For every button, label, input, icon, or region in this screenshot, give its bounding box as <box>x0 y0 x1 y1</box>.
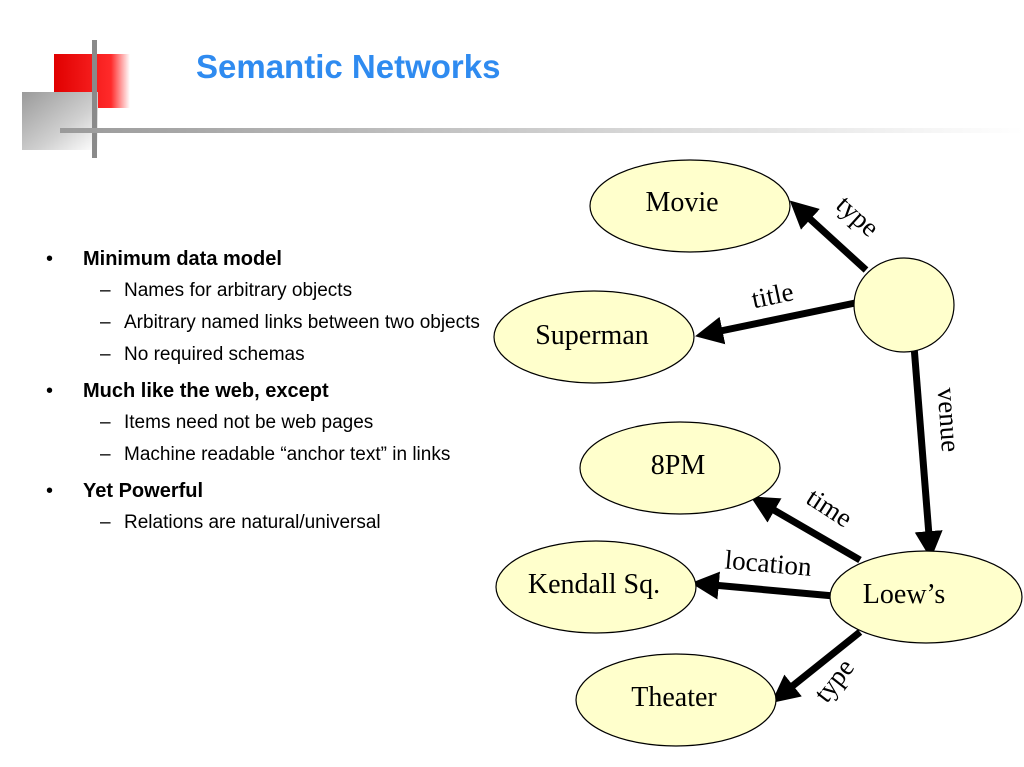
node-8pm-label: 8PM <box>651 450 706 481</box>
edge-time <box>750 496 862 564</box>
edge-label-type-theater: type <box>808 653 860 708</box>
subitem-text: Items need not be web pages <box>124 412 374 433</box>
subitem-text: No required schemas <box>124 344 305 365</box>
subitem-text: Arbitrary named links between two object… <box>124 312 480 333</box>
subitem-marker: – <box>100 412 111 433</box>
node-theater <box>575 653 777 747</box>
node-theater-label: Theater <box>631 682 717 713</box>
subitem: –Items need not be web pages <box>44 410 484 436</box>
subitem-marker: – <box>100 312 111 333</box>
edge-type-theater <box>771 629 863 703</box>
subitem-marker: – <box>100 344 111 365</box>
node-kendall <box>495 540 697 634</box>
edge-location <box>690 571 835 600</box>
slide-title: Semantic Networks <box>196 48 501 85</box>
bullet-list: •Minimum data model –Names for arbitrary… <box>44 246 484 536</box>
edge-label-venue: venue <box>932 387 966 453</box>
subitem: –Machine readable “anchor text” in links <box>44 442 484 468</box>
bullet-item: • Minimum data model <box>44 246 484 272</box>
bullet-item: • Yet Powerful <box>44 478 484 504</box>
subitem-text: Relations are natural/universal <box>124 512 381 533</box>
node-loews <box>829 550 1023 644</box>
edge-label-location: location <box>724 544 814 582</box>
subitem: –No required schemas <box>44 342 484 368</box>
bullet-marker: • <box>46 380 54 402</box>
subitem: –Relations are natural/universal <box>44 510 484 536</box>
node-loews-label: Loew’s <box>863 579 945 610</box>
subitem-marker: – <box>100 512 111 533</box>
subitem-text: Machine readable “anchor text” in links <box>124 444 451 465</box>
bullet-marker: • <box>46 480 54 502</box>
node-superman <box>493 290 695 384</box>
node-blank <box>853 257 955 353</box>
node-movie <box>589 159 791 253</box>
bullet-text: Yet Powerful <box>83 480 204 502</box>
bullet-text: Minimum data model <box>83 248 282 270</box>
title-underline <box>60 128 1024 133</box>
subitem: –Names for arbitrary objects <box>44 278 484 304</box>
node-superman-label: Superman <box>535 320 649 351</box>
logo-graphic <box>22 40 130 158</box>
subitem: –Arbitrary named links between two objec… <box>44 310 484 336</box>
bullet-marker: • <box>46 248 54 270</box>
node-kendall-label: Kendall Sq. <box>528 569 660 600</box>
subitem-text: Names for arbitrary objects <box>124 280 353 301</box>
edge-label-title: title <box>749 276 796 314</box>
subitem-marker: – <box>100 280 111 301</box>
edge-title <box>695 298 861 345</box>
node-8pm <box>579 421 781 515</box>
edge-venue <box>910 345 943 560</box>
bullet-text: Much like the web, except <box>83 380 329 402</box>
subitem-marker: – <box>100 444 111 465</box>
edge-label-time: time <box>801 482 858 533</box>
bullet-item: • Much like the web, except <box>44 378 484 404</box>
node-movie-label: Movie <box>645 187 718 218</box>
edge-label-type-movie: type <box>831 189 886 242</box>
edge-type-movie <box>789 200 869 273</box>
